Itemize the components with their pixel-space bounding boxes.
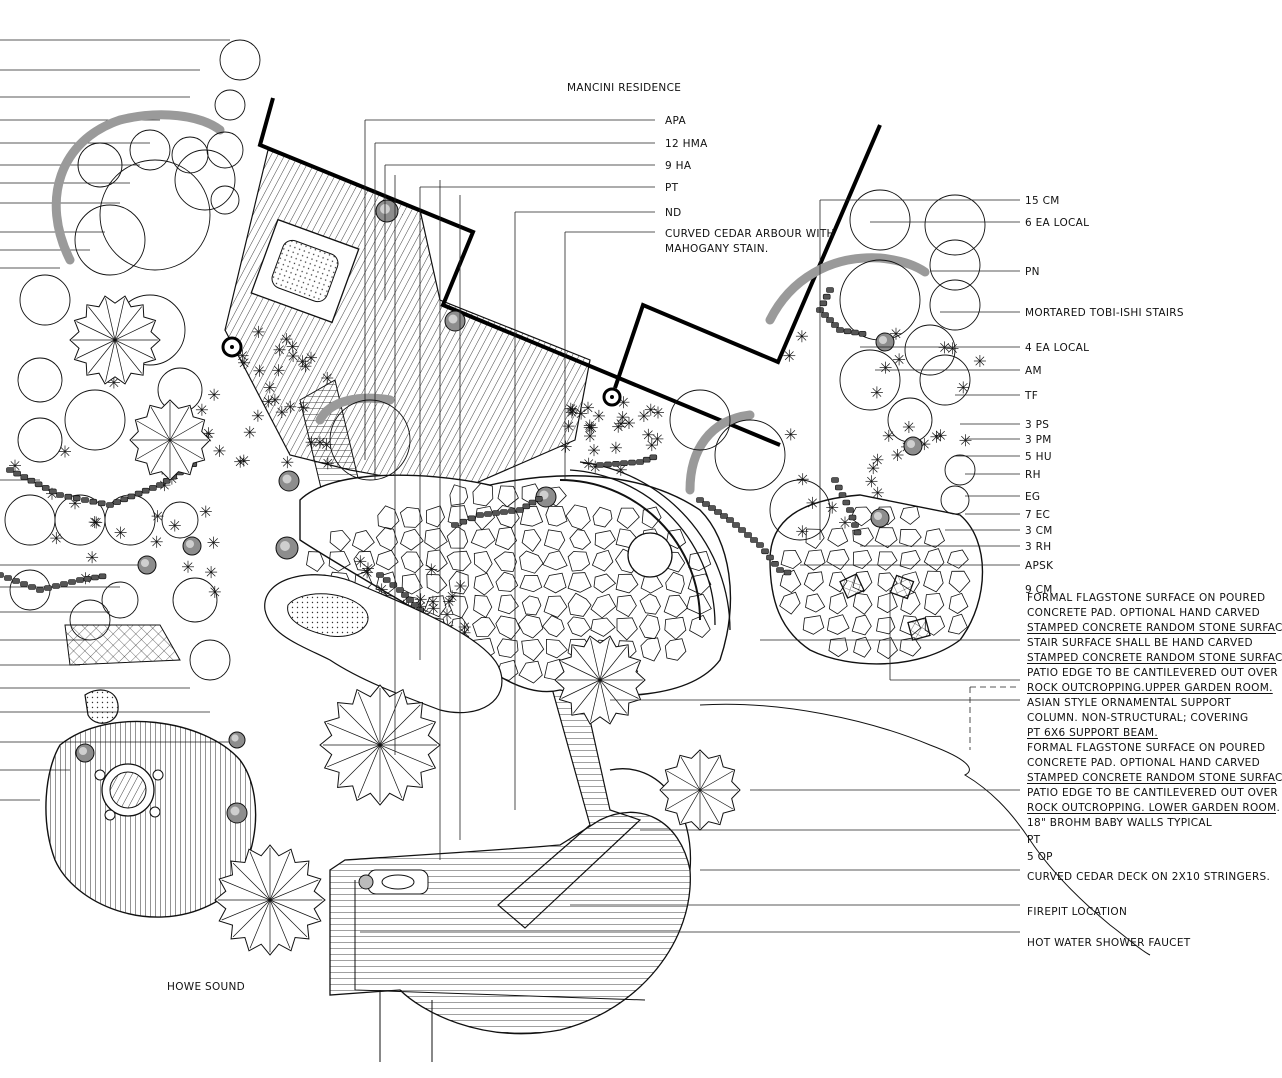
callout-rh: RH (1025, 469, 1041, 481)
callout-9-cm: 9 CM (1025, 584, 1053, 596)
note-line: FORMAL FLAGSTONE SURFACE ON POURED (1027, 742, 1265, 754)
lower-left-deck (45, 720, 257, 918)
callout-text-layer: MANCINI RESIDENCE HOWE SOUND APA 12 HMA … (167, 82, 1282, 993)
note-line: CONCRETE PAD. OPTIONAL HAND CARVED (1027, 757, 1260, 769)
drawing-title: MANCINI RESIDENCE (567, 82, 681, 94)
callout-pt-top: PT (665, 182, 679, 194)
callout-15-cm: 15 CM (1025, 195, 1060, 207)
note-line: STAMPED CONCRETE RANDOM STONE SURFACE. (1027, 772, 1282, 784)
house-wall-outline (257, 97, 882, 447)
construction-notes: FORMAL FLAGSTONE SURFACE ON POURED CONCR… (1027, 592, 1282, 829)
note-line: FORMAL FLAGSTONE SURFACE ON POURED (1027, 592, 1265, 604)
palm-symbol-right (602, 387, 622, 407)
shoreline (354, 703, 1151, 1062)
callout-6-ea-local: 6 EA LOCAL (1025, 217, 1089, 229)
deciduous-tree-symbols (69, 295, 741, 956)
callout-apa: APA (665, 115, 686, 127)
note-line: STAMPED CONCRETE RANDOM STONE SURFACE. (1027, 652, 1282, 664)
callout-cedar-deck: CURVED CEDAR DECK ON 2X10 STRINGERS. (1027, 871, 1270, 883)
callout-arbour-line1: CURVED CEDAR ARBOUR WITH (665, 228, 835, 240)
callout-tf: TF (1024, 390, 1038, 402)
note-underlines (1027, 633, 1276, 814)
callout-3-ps: 3 PS (1025, 419, 1049, 431)
howe-sound-label: HOWE SOUND (167, 981, 245, 993)
note-line: PT 6X6 SUPPORT BEAM. (1027, 727, 1158, 739)
note-line: STAIR SURFACE SHALL BE HAND CARVED (1027, 637, 1253, 649)
note-line: ROCK OUTCROPPING. LOWER GARDEN ROOM. (1027, 802, 1280, 814)
note-line: ROCK OUTCROPPING.UPPER GARDEN ROOM. (1027, 682, 1273, 694)
callout-4-ea-local: 4 EA LOCAL (1025, 342, 1089, 354)
callout-pn: PN (1025, 266, 1040, 278)
rock-outcrop-pond (64, 574, 503, 724)
callout-5-op: 5 OP (1027, 851, 1053, 863)
callout-3-rh: 3 RH (1025, 541, 1051, 553)
callout-firepit-location: FIREPIT LOCATION (1027, 906, 1127, 918)
callout-5-hu: 5 HU (1025, 451, 1052, 463)
callout-hot-water-shower: HOT WATER SHOWER FAUCET (1027, 937, 1191, 949)
callout-am: AM (1025, 365, 1042, 377)
note-line: STAMPED CONCRETE RANDOM STONE SURFACE. (1027, 622, 1282, 634)
right-leader-lines (360, 199, 1020, 933)
callout-tobi-ishi-stairs: MORTARED TOBI-ISHI STAIRS (1025, 307, 1184, 319)
callout-3-cm: 3 CM (1025, 525, 1053, 537)
note-line: PATIO EDGE TO BE CANTILEVERED OUT OVER (1027, 667, 1278, 679)
rock-symbols (75, 199, 923, 824)
note-line: CONCRETE PAD. OPTIONAL HAND CARVED (1027, 607, 1260, 619)
upper-deck (224, 149, 591, 506)
callout-eg: EG (1025, 491, 1040, 503)
palm-symbol-left (221, 336, 243, 358)
callout-pt-bottom: PT (1027, 834, 1041, 846)
top-leader-lines (364, 119, 821, 860)
callout-7-ec: 7 EC (1025, 509, 1050, 521)
note-line: PATIO EDGE TO BE CANTILEVERED OUT OVER (1027, 787, 1278, 799)
callout-9-ha: 9 HA (665, 160, 692, 172)
callout-3-pm: 3 PM (1025, 434, 1052, 446)
note-line: 18" BROHM BABY WALLS TYPICAL (1027, 817, 1212, 829)
callout-nd: ND (665, 207, 682, 219)
note-line: ASIAN STYLE ORNAMENTAL SUPPORT (1027, 697, 1231, 709)
callout-12-hma: 12 HMA (665, 138, 708, 150)
callout-apsk: APSK (1025, 560, 1054, 572)
note-line: COLUMN. NON-STRUCTURAL; COVERING (1027, 712, 1248, 724)
shadow-arcs (51, 110, 930, 495)
curved-cedar-deck (329, 768, 692, 1035)
callout-arbour-line2: MAHOGANY STAIN. (665, 243, 769, 255)
